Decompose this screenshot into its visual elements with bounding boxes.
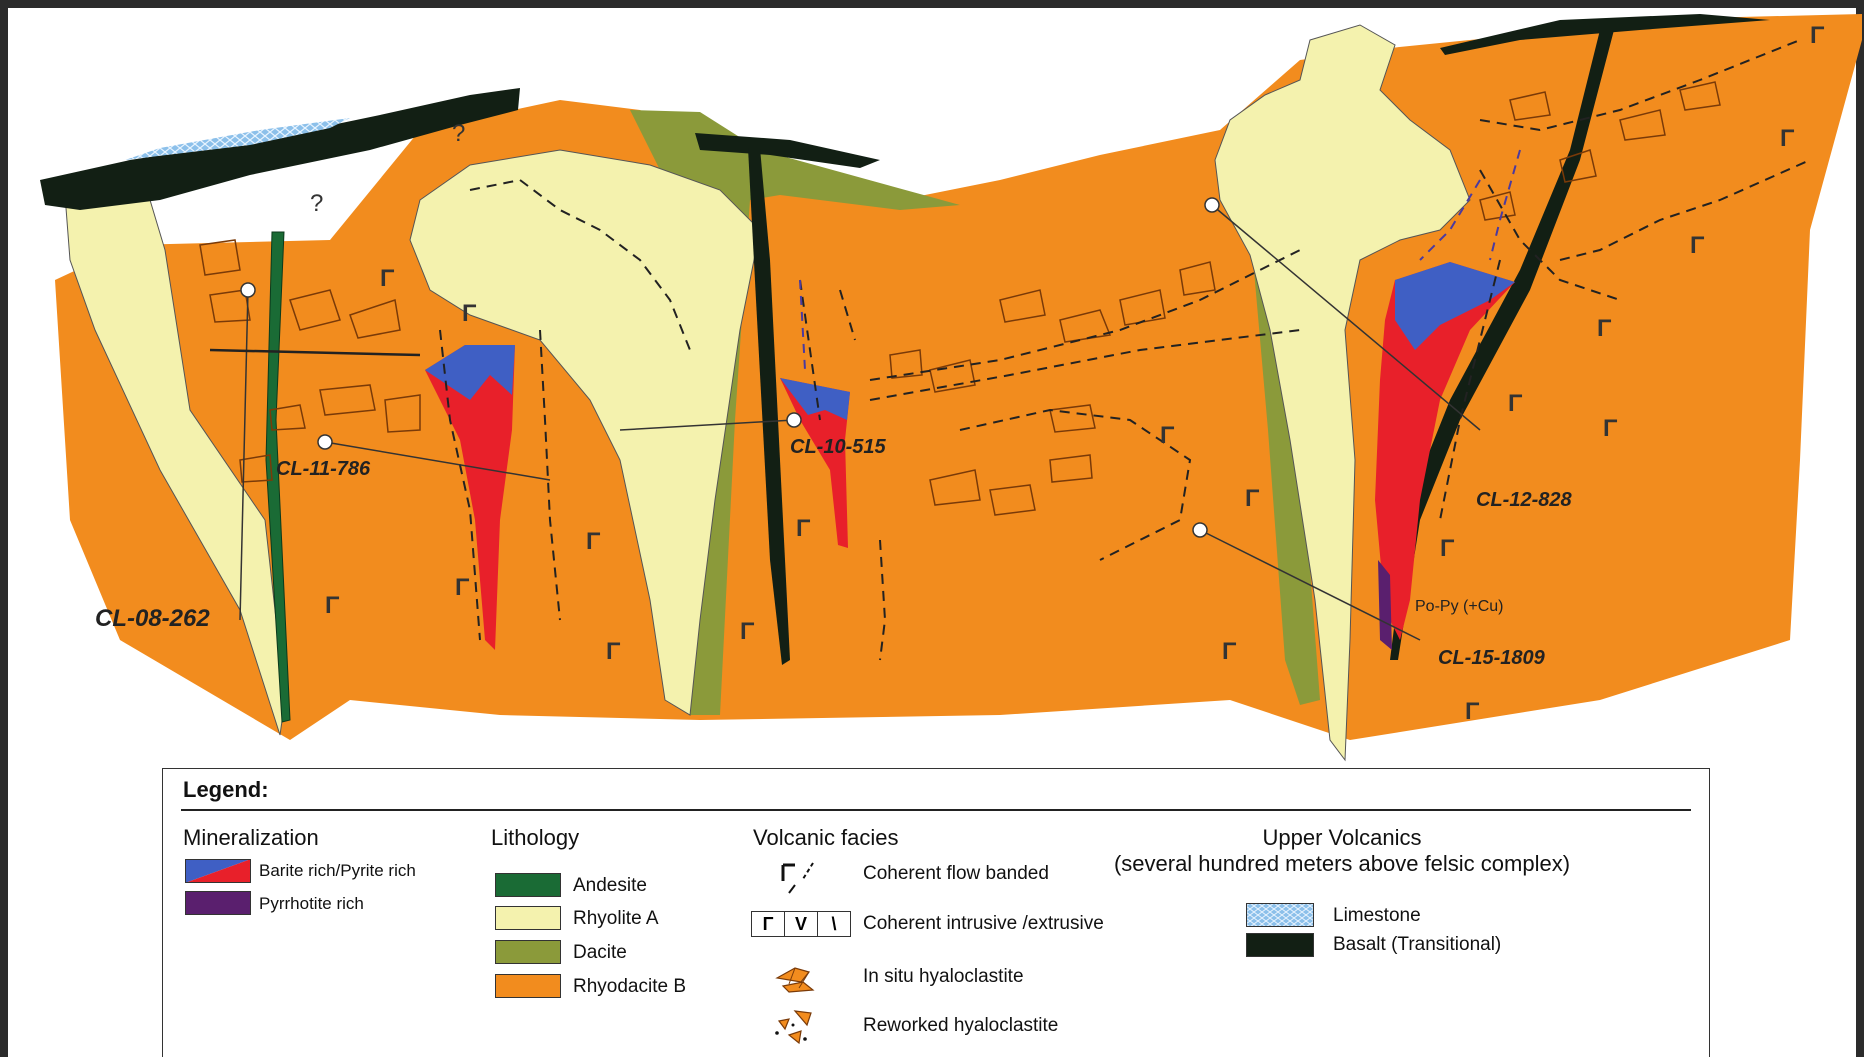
in-situ-hyaloclastite-label: In situ hyaloclastite	[863, 966, 1024, 988]
flow-symbol: Γ	[1597, 315, 1611, 343]
dacite-swatch	[495, 940, 561, 964]
flow-symbol: Γ	[1508, 390, 1522, 418]
legend-title: Legend:	[183, 777, 269, 803]
legend-panel: Legend: Mineralization Barite rich/Pyrit…	[162, 768, 1710, 1057]
drill-hole-label-cl-10-515: CL-10-515	[790, 436, 886, 459]
reworked-hyaloclastite-icon	[771, 1007, 821, 1047]
flow-symbol: Γ	[1690, 232, 1704, 260]
flow-symbol: Γ	[1780, 125, 1794, 153]
basalt-label: Basalt (Transitional)	[1333, 934, 1501, 956]
flow-banded-icon	[773, 859, 823, 895]
box-symbol-slash: \	[818, 912, 850, 936]
reworked-hyaloclastite-label: Reworked hyaloclastite	[863, 1015, 1058, 1037]
rhyolite-a-swatch	[495, 906, 561, 930]
mineralization-heading: Mineralization	[183, 825, 319, 851]
flow-symbol: Γ	[380, 265, 394, 293]
flow-symbol: Γ	[462, 300, 476, 328]
flow-symbol: Γ	[1810, 22, 1824, 50]
rhyolite-a-label: Rhyolite A	[573, 908, 659, 930]
flow-symbol: Γ	[1465, 698, 1479, 726]
question-mark-right: ?	[452, 120, 465, 148]
box-symbol-v: V	[785, 912, 818, 936]
rhyodacite-b-label: Rhyodacite B	[573, 976, 686, 998]
dacite-label: Dacite	[573, 942, 627, 964]
flow-symbol: Γ	[1160, 422, 1174, 450]
pyrrhotite-swatch	[185, 891, 251, 915]
drill-hole-label-cl-08-262: CL-08-262	[95, 605, 210, 633]
legend-divider	[181, 809, 1691, 811]
question-mark-left: ?	[310, 190, 323, 218]
flow-symbol: Γ	[606, 638, 620, 666]
barite-pyrite-label: Barite rich/Pyrite rich	[259, 861, 416, 881]
flow-symbol: Γ	[796, 515, 810, 543]
flow-banded-label: Coherent flow banded	[863, 863, 1049, 885]
upper-volcanics-subheading: (several hundred meters above felsic com…	[1067, 851, 1617, 877]
upper-volcanics-heading: Upper Volcanics	[1147, 825, 1537, 851]
flow-symbol: Γ	[740, 618, 754, 646]
pyrrhotite-label: Pyrrhotite rich	[259, 894, 364, 914]
limestone-label: Limestone	[1333, 905, 1421, 927]
andesite-swatch	[495, 873, 561, 897]
drill-hole-label-cl-15-1809: CL-15-1809	[1438, 647, 1545, 670]
flow-symbol: Γ	[455, 574, 469, 602]
andesite-label: Andesite	[573, 875, 647, 897]
ore-note-po-py: Po-Py (+Cu)	[1415, 598, 1503, 616]
limestone-swatch	[1246, 903, 1314, 927]
volcanic-facies-heading: Volcanic facies	[753, 825, 899, 851]
box-symbol-gamma: Γ	[752, 912, 785, 936]
lithology-heading: Lithology	[491, 825, 579, 851]
flow-symbol: Γ	[325, 592, 339, 620]
intrusive-extrusive-label: Coherent intrusive /extrusive	[863, 913, 1104, 935]
flow-symbol: Γ	[586, 528, 600, 556]
in-situ-hyaloclastite-icon	[773, 964, 823, 994]
intrusive-extrusive-icon: Γ V \	[751, 911, 851, 937]
geological-cross-section	[0, 0, 1864, 770]
drill-hole-label-cl-11-786: CL-11-786	[276, 458, 370, 481]
rhyodacite-b-swatch	[495, 974, 561, 998]
basalt-swatch	[1246, 933, 1314, 957]
drill-hole-label-cl-12-828: CL-12-828	[1476, 489, 1572, 512]
flow-symbol: Γ	[1603, 415, 1617, 443]
flow-symbol: Γ	[1440, 535, 1454, 563]
flow-symbol: Γ	[1222, 638, 1236, 666]
flow-symbol: Γ	[1245, 485, 1259, 513]
barite-pyrite-swatch	[185, 859, 251, 883]
